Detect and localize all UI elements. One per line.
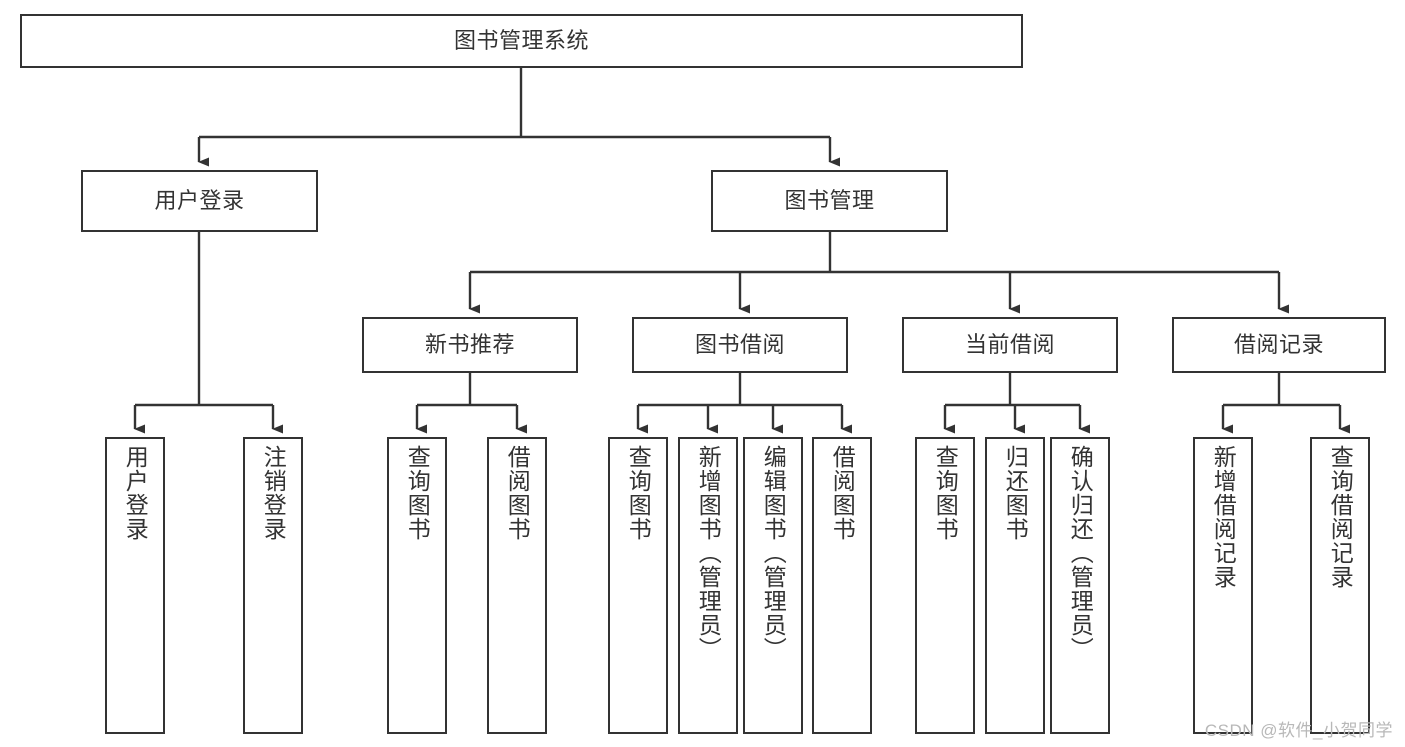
leaf-current-return-book-label: 归还图书 [1002,445,1029,541]
leaf-recommend-borrow-book[interactable]: 借阅图书 [487,437,547,734]
leaf-user-login-label: 用户登录 [122,445,149,541]
leaf-current-return-book[interactable]: 归还图书 [985,437,1045,734]
leaf-borrow-edit-book[interactable]: 编辑图书（管理员） [743,437,803,734]
node-borrow-record-label: 借阅记录 [1233,332,1324,358]
node-current-borrow-label: 当前借阅 [964,332,1055,358]
node-new-book-recommend-label: 新书推荐 [424,332,515,358]
leaf-borrow-add-book[interactable]: 新增图书（管理员） [678,437,738,734]
leaf-current-confirm-return-label: 确认归还（管理员） [1067,445,1094,661]
node-root[interactable]: 图书管理系统 [20,14,1023,68]
node-new-book-recommend[interactable]: 新书推荐 [362,317,578,373]
node-user-login[interactable]: 用户登录 [81,170,318,232]
leaf-record-query[interactable]: 查询借阅记录 [1310,437,1370,734]
leaf-record-add-label: 新增借阅记录 [1210,445,1237,589]
node-book-manage[interactable]: 图书管理 [711,170,948,232]
node-book-borrow[interactable]: 图书借阅 [632,317,848,373]
leaf-user-logout[interactable]: 注销登录 [243,437,303,734]
leaf-record-add[interactable]: 新增借阅记录 [1193,437,1253,734]
leaf-current-confirm-return[interactable]: 确认归还（管理员） [1050,437,1110,734]
leaf-current-query-book-label: 查询图书 [932,445,959,541]
node-book-borrow-label: 图书借阅 [694,332,785,358]
leaf-user-login[interactable]: 用户登录 [105,437,165,734]
leaf-borrow-borrow-book[interactable]: 借阅图书 [812,437,872,734]
node-borrow-record[interactable]: 借阅记录 [1172,317,1386,373]
leaf-borrow-query-book[interactable]: 查询图书 [608,437,668,734]
leaf-user-logout-label: 注销登录 [260,445,287,541]
node-book-manage-label: 图书管理 [784,188,875,214]
node-current-borrow[interactable]: 当前借阅 [902,317,1118,373]
leaf-borrow-add-book-label: 新增图书（管理员） [695,445,722,661]
leaf-borrow-borrow-book-label: 借阅图书 [829,445,856,541]
leaf-record-query-label: 查询借阅记录 [1327,445,1354,589]
leaf-current-query-book[interactable]: 查询图书 [915,437,975,734]
node-user-login-label: 用户登录 [154,188,245,214]
watermark: CSDN @软件_小贺同学 [1204,721,1393,740]
leaf-borrow-edit-book-label: 编辑图书（管理员） [760,445,787,661]
node-root-label: 图书管理系统 [453,28,589,54]
leaf-recommend-query-book-label: 查询图书 [404,445,431,541]
leaf-recommend-query-book[interactable]: 查询图书 [387,437,447,734]
leaf-recommend-borrow-book-label: 借阅图书 [504,445,531,541]
leaf-borrow-query-book-label: 查询图书 [625,445,652,541]
